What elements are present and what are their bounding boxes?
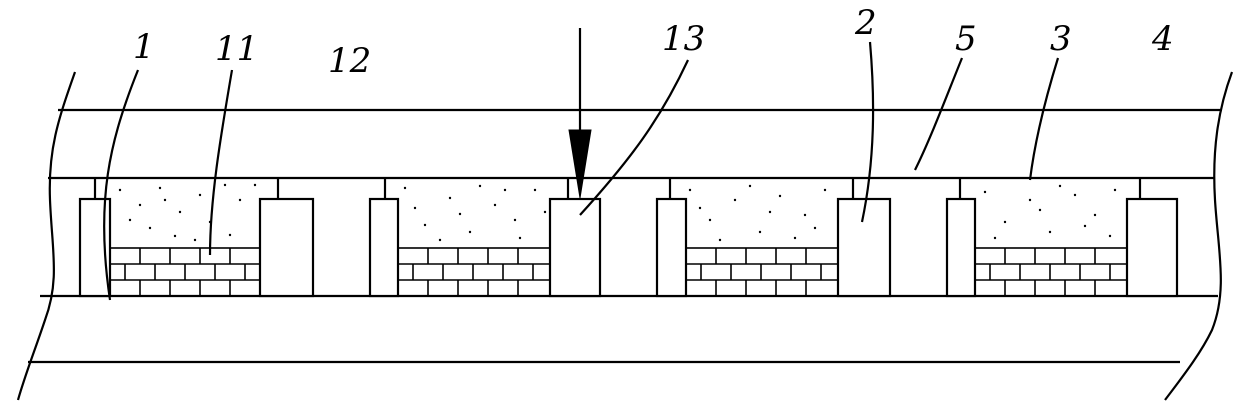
brick-strip-4	[975, 248, 1127, 296]
load-arrow	[569, 28, 591, 198]
reference-labels: 1 11 12 13 2 5 3 4	[133, 3, 1174, 81]
leader-5	[915, 58, 962, 170]
narrow-post	[657, 199, 686, 296]
leader-13	[580, 60, 688, 215]
label-13: 13	[662, 19, 705, 59]
connector-stems	[95, 178, 1140, 199]
brick-strip-1	[110, 248, 260, 296]
leader-3	[1030, 58, 1058, 180]
break-lines	[18, 72, 1232, 400]
narrow-post	[947, 199, 975, 296]
wide-block	[260, 199, 313, 296]
narrow-post	[370, 199, 398, 296]
label-4: 4	[1151, 19, 1174, 59]
wide-block	[550, 199, 600, 296]
label-3: 3	[1050, 19, 1072, 59]
left-break-line	[18, 72, 75, 400]
label-5: 5	[955, 19, 977, 59]
label-1: 1	[133, 27, 155, 67]
label-2: 2	[854, 3, 877, 43]
layer-lines	[28, 110, 1222, 362]
leader-2	[862, 42, 873, 222]
brick-strip-2	[398, 248, 550, 296]
brick-strip-3	[686, 248, 838, 296]
label-12: 12	[328, 41, 371, 81]
leader-11	[210, 70, 232, 255]
label-11: 11	[215, 29, 258, 69]
wide-block	[1127, 199, 1177, 296]
